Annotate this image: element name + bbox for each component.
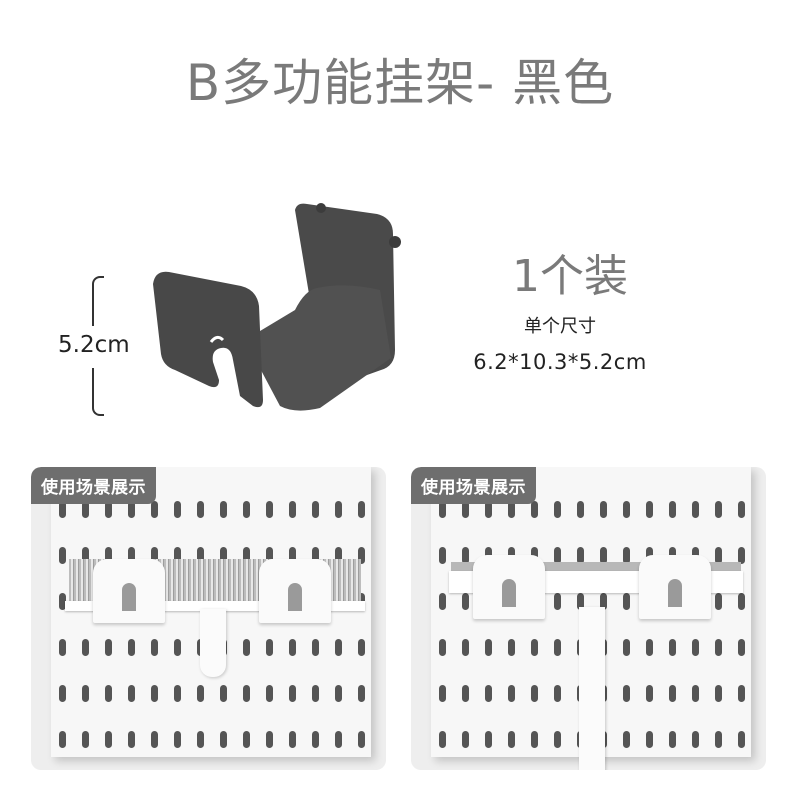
product-image-rack xyxy=(153,203,401,411)
page-title: B多功能挂架- 黑色 xyxy=(185,54,615,112)
scene-badge: 使用场景展示 xyxy=(411,467,536,504)
rack-hook-right xyxy=(259,559,331,623)
usage-scene-brush: 使用场景展示 xyxy=(31,467,386,770)
spec-size-label: 单个尺寸 xyxy=(524,316,596,337)
squeegee-handle xyxy=(579,607,605,770)
brush-handle xyxy=(200,609,226,677)
spec-size-value: 6.2*10.3*5.2cm xyxy=(473,350,647,374)
scene-badge: 使用场景展示 xyxy=(31,467,156,504)
dimension-bracket-bottom xyxy=(92,368,104,416)
rack-hook-right xyxy=(639,555,711,619)
usage-scene-squeegee: 使用场景展示 xyxy=(411,467,766,770)
squeegee-sponge xyxy=(451,562,741,572)
height-dimension-label: 5.2cm xyxy=(58,332,130,358)
dimension-bracket-top xyxy=(92,276,104,326)
brush-base xyxy=(65,601,365,611)
rack-hook-left xyxy=(473,555,545,619)
pack-quantity-label: 1个装 xyxy=(512,251,628,302)
rack-hook-left xyxy=(93,559,165,623)
